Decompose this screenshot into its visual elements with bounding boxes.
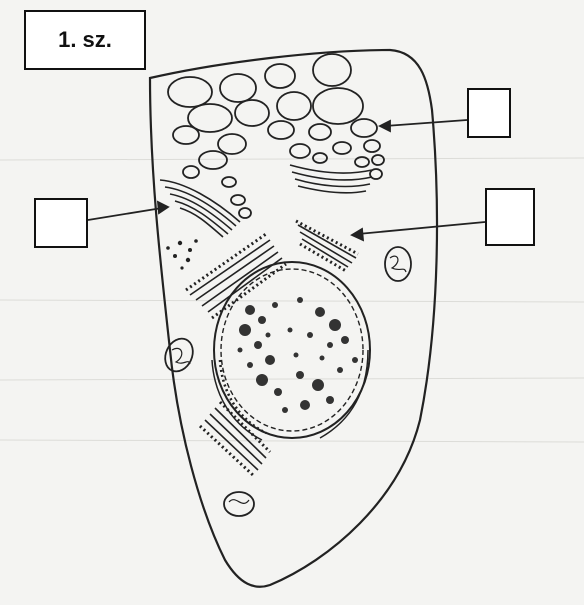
cytoplasm-granules [166, 239, 198, 269]
chromatin [238, 297, 359, 413]
golgi-apparatus-right [290, 165, 372, 193]
mitochondrion-right [385, 247, 411, 281]
mitochondrion-left [160, 334, 198, 376]
nucleus [214, 262, 370, 438]
label-box-left[interactable] [34, 198, 88, 248]
label-box-top-right[interactable] [467, 88, 511, 138]
golgi-apparatus-left [160, 180, 240, 237]
rough-er-left [186, 234, 286, 318]
rough-er-perinuclear [212, 350, 368, 440]
mitochondria [160, 247, 411, 516]
label-box-right[interactable] [485, 188, 535, 246]
mitochondrion-bottom [224, 492, 254, 516]
title-box: 1. sz. [24, 10, 146, 70]
